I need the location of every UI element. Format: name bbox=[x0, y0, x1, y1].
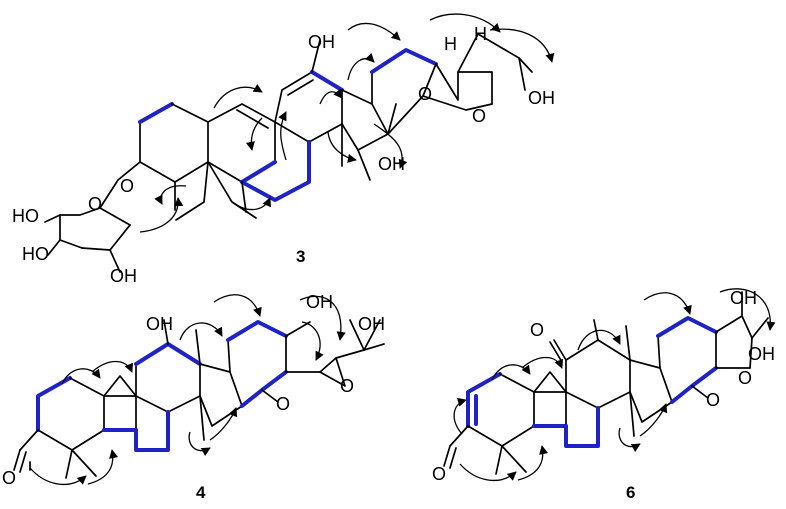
compound-6-carbonyl bbox=[443, 445, 457, 469]
c4-oh-23-label: OH bbox=[306, 292, 333, 312]
c3-oh-sugar-label: OH bbox=[110, 266, 137, 286]
c3-o-ring2-label: O bbox=[472, 106, 486, 126]
c6-o-16-label: O bbox=[706, 390, 720, 410]
compound-4-hmbc-arrows bbox=[29, 294, 346, 486]
compound-6-structure: O OH OH O O O 6 bbox=[432, 288, 776, 502]
c3-o-ring-label: O bbox=[418, 84, 432, 104]
c6-oh-25-label: OH bbox=[748, 344, 775, 364]
compound-3-number: 3 bbox=[296, 247, 305, 266]
c6-o-24-label: O bbox=[738, 368, 752, 388]
c3-oh-16-label: OH bbox=[378, 154, 405, 174]
c3-o-sugar-label: O bbox=[88, 194, 102, 214]
compound-6-bonds bbox=[449, 291, 769, 475]
c3-oh-25-label: OH bbox=[528, 88, 555, 108]
compound-3-bonds bbox=[44, 33, 533, 273]
c6-oh-23-label: OH bbox=[730, 288, 757, 308]
c6-o-12-label: O bbox=[530, 320, 544, 340]
compound-4-carbonyl bbox=[13, 449, 27, 473]
c4-oh-25-label: OH bbox=[358, 314, 385, 334]
compound-3-hmbc-arrows bbox=[139, 13, 555, 233]
compound-4-bonds bbox=[19, 319, 385, 479]
c4-o-16-label: O bbox=[276, 394, 290, 414]
c3-ho-1-label: HO bbox=[12, 206, 39, 226]
compound-6-hmbc-arrows bbox=[453, 288, 776, 482]
c3-ho-2-label: HO bbox=[22, 244, 49, 264]
compound-3-atom-labels: OH H H O O OH OH O O HO HO OH bbox=[12, 24, 555, 286]
c3-h-22-label: H bbox=[474, 24, 487, 44]
compound-3-structure: OH H H O O OH OH O O HO HO OH 3 bbox=[12, 13, 555, 286]
c4-oh-11-label: OH bbox=[146, 314, 173, 334]
c4-o-3-label: O bbox=[2, 468, 16, 488]
compound-4-atom-labels: OH OH OH O O O bbox=[2, 292, 385, 488]
c4-o-24-label: O bbox=[340, 376, 354, 396]
compound-4-number: 4 bbox=[196, 483, 206, 502]
c3-h-24-label: H bbox=[444, 34, 457, 54]
compound-6-atom-labels: O OH OH O O O bbox=[432, 288, 775, 484]
compound-4-structure: OH OH OH O O O 4 bbox=[2, 292, 385, 502]
compound-6-number: 6 bbox=[626, 483, 635, 502]
c3-oh-12-label: OH bbox=[308, 32, 335, 52]
c3-o-glyco-label: O bbox=[120, 176, 134, 196]
c6-o-3-label: O bbox=[432, 464, 446, 484]
